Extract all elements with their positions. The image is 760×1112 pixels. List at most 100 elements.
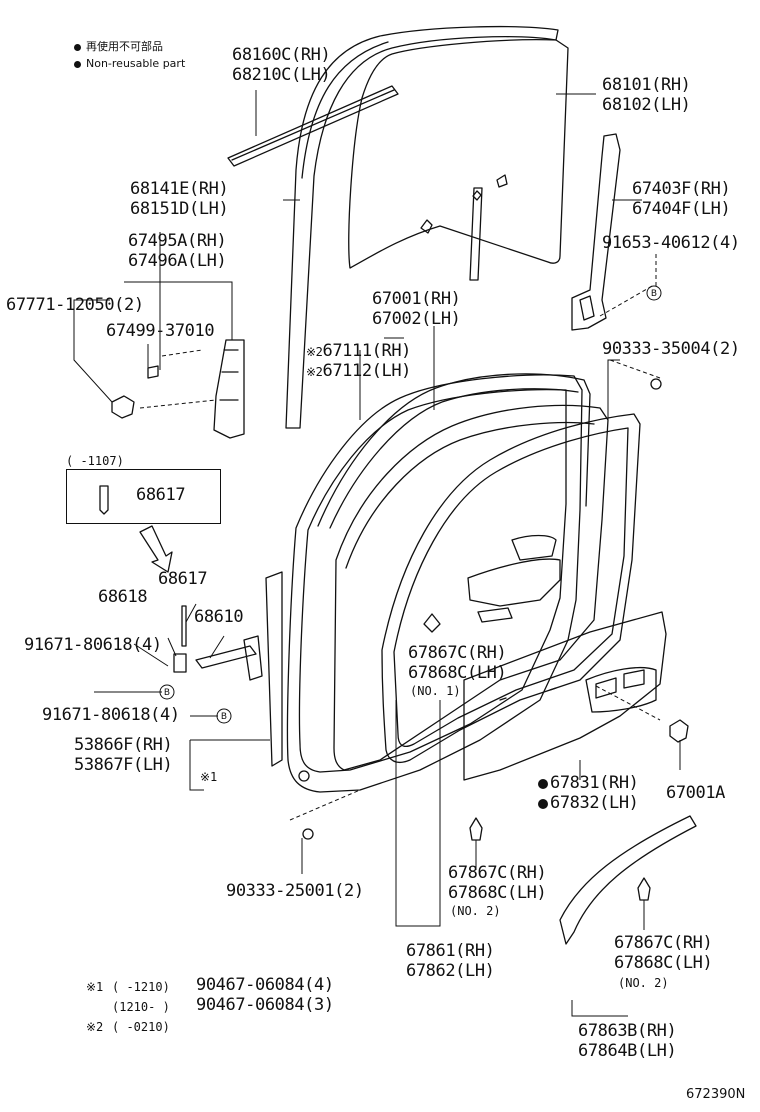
- rear-channel: [469, 187, 483, 281]
- footnote-2-range: (1210- ): [112, 1000, 170, 1014]
- label-67863b[interactable]: 67863B(RH): [578, 1021, 677, 1041]
- b-marker-2-label: B: [164, 688, 170, 698]
- legend-row-en: Non-reusable part: [74, 55, 185, 72]
- label-67111[interactable]: ※267111(RH): [306, 342, 411, 361]
- legend: 再使用不可部品 Non-reusable part: [74, 38, 185, 72]
- footnote-3-mark: ※2: [86, 1020, 104, 1034]
- diagram-id: 672390N: [686, 1087, 746, 1102]
- mirror-bracket: [213, 339, 245, 439]
- label-53867f[interactable]: 53867F(LH): [74, 755, 173, 775]
- footnote-2-part[interactable]: 90467-06084(3): [196, 995, 334, 1015]
- footnote-3-range: ( -0210): [112, 1020, 170, 1034]
- label-67864b[interactable]: 67864B(LH): [578, 1041, 677, 1061]
- footnote-1-mark: ※1: [86, 980, 104, 994]
- plug-b: [302, 828, 314, 840]
- footnote-1-part[interactable]: 90467-06084(4): [196, 975, 334, 995]
- non-reusable-icon: [538, 799, 548, 809]
- label-68151d[interactable]: 68151D(LH): [130, 199, 229, 219]
- label-67832[interactable]: 67832(LH): [538, 794, 639, 813]
- label-53866f[interactable]: 53866F(RH): [74, 735, 173, 755]
- label-68610[interactable]: 68610: [194, 607, 244, 627]
- label-67862[interactable]: 67862(LH): [406, 961, 495, 981]
- label-67001[interactable]: 67001(RH): [372, 289, 461, 309]
- grommet: [669, 719, 689, 743]
- label-68617[interactable]: 68617: [158, 569, 208, 589]
- note-mark-2b: ※2: [306, 365, 323, 379]
- label-67868c-2[interactable]: 67868C(LH): [448, 883, 547, 903]
- label-68210c[interactable]: 68210C(LH): [232, 65, 331, 85]
- label-90333-25001[interactable]: 90333-25001(2): [226, 881, 364, 901]
- label-67867c-3[interactable]: 67867C(RH): [614, 933, 713, 953]
- label-67495a[interactable]: 67495A(RH): [128, 231, 227, 251]
- label-68617-box[interactable]: 68617: [136, 485, 186, 505]
- label-68101[interactable]: 68101(RH): [602, 75, 691, 95]
- b-marker-3-label: B: [221, 712, 227, 722]
- label-68141e[interactable]: 68141E(RH): [130, 179, 229, 199]
- label-67861[interactable]: 67861(RH): [406, 941, 495, 961]
- label-90333-35004[interactable]: 90333-35004(2): [602, 339, 740, 359]
- label-67111-text: 67111(RH): [322, 341, 411, 361]
- mirror-clip: [111, 395, 135, 419]
- glass-run-channel: [285, 25, 559, 429]
- label-67112-text: 67112(LH): [322, 361, 411, 381]
- superseded-part-box: [66, 469, 221, 524]
- box-date-label: ( -1107): [66, 454, 124, 468]
- door-outer-panel: [286, 374, 583, 793]
- plug-c: [650, 378, 662, 390]
- label-67001a[interactable]: 67001A: [666, 783, 726, 803]
- label-67403f[interactable]: 67403F(RH): [632, 179, 731, 199]
- clip-no2-b: [637, 877, 651, 901]
- label-no1: (NO. 1): [410, 684, 461, 698]
- door-trim-board: [463, 611, 667, 781]
- note-mark-1: ※1: [200, 770, 218, 784]
- label-67771[interactable]: 67771-12050(2): [6, 295, 144, 315]
- label-68160c[interactable]: 68160C(RH): [232, 45, 331, 65]
- front-edge-piece: [265, 571, 283, 767]
- plug-a: [298, 770, 310, 782]
- legend-row-jp: 再使用不可部品: [74, 38, 185, 55]
- label-68618[interactable]: 68618: [98, 587, 148, 607]
- door-glass: [348, 39, 569, 269]
- label-67831-text: 67831(RH): [550, 773, 639, 793]
- bullet-icon: [74, 60, 81, 68]
- note-mark-2a: ※2: [306, 345, 323, 359]
- label-67832-text: 67832(LH): [550, 793, 639, 813]
- footnote-1-range: ( -1210): [112, 980, 170, 994]
- label-67868c-3[interactable]: 67868C(LH): [614, 953, 713, 973]
- clip-no2-a: [469, 817, 483, 841]
- door-weatherstrip: [317, 373, 591, 527]
- clip-no1: [423, 613, 441, 633]
- lower-moulding: [559, 815, 697, 945]
- door-inner-panel: [333, 404, 609, 771]
- door-check: [195, 645, 257, 669]
- label-no2-b: (NO. 2): [618, 976, 669, 990]
- hinge: [173, 605, 187, 673]
- label-67868c-1[interactable]: 67868C(LH): [408, 663, 507, 683]
- label-91671-b[interactable]: 91671-80618(4): [42, 705, 180, 725]
- legend-jp-text: 再使用不可部品: [86, 40, 163, 53]
- label-67831[interactable]: 67831(RH): [538, 774, 639, 793]
- b-marker-2: [159, 684, 175, 700]
- label-91671-a[interactable]: 91671-80618(4): [24, 635, 162, 655]
- label-67867c-2[interactable]: 67867C(RH): [448, 863, 547, 883]
- direction-arrow: [139, 525, 173, 573]
- label-91653[interactable]: 91653-40612(4): [602, 233, 740, 253]
- bullet-icon: [74, 43, 81, 51]
- label-67002[interactable]: 67002(LH): [372, 309, 461, 329]
- label-no2-a: (NO. 2): [450, 904, 501, 918]
- label-67112[interactable]: ※267112(LH): [306, 362, 411, 381]
- legend-en-text: Non-reusable part: [86, 57, 186, 70]
- door-check-bracket: [243, 635, 263, 681]
- label-67867c-1[interactable]: 67867C(RH): [408, 643, 507, 663]
- rear-lower-channel: [571, 133, 621, 331]
- inner-weatherstrip: [381, 413, 641, 764]
- b-marker-1: [646, 285, 662, 301]
- label-67499[interactable]: 67499-37010: [106, 321, 215, 341]
- label-67496a[interactable]: 67496A(LH): [128, 251, 227, 271]
- label-67404f[interactable]: 67404F(LH): [632, 199, 731, 219]
- label-68102[interactable]: 68102(LH): [602, 95, 691, 115]
- b-marker-3: [216, 708, 232, 724]
- belt-weatherstrip: [227, 85, 399, 167]
- non-reusable-icon: [538, 779, 548, 789]
